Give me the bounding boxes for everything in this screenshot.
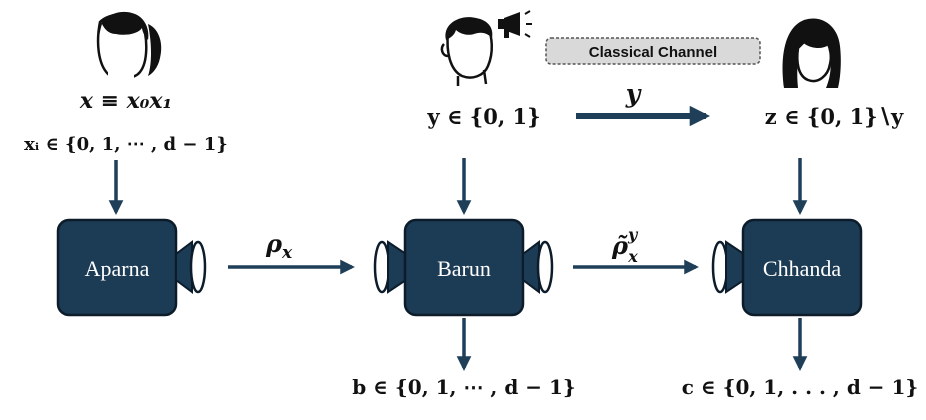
y-message-label: y [625, 79, 642, 108]
classical-channel-badge [545, 37, 761, 65]
x-i-domain-label: xᵢ ∈ {0, 1, ⋯ , d − 1} [24, 134, 228, 155]
boy-speaking-icon [440, 17, 493, 86]
megaphone-icon [498, 10, 532, 38]
c-domain-label: c ∈ {0, 1, . . . , d − 1} [682, 375, 919, 399]
girl-longhair-icon [782, 18, 841, 88]
x-definition-label: x ≡ x₀x₁ [79, 88, 172, 114]
b-domain-label: b ∈ {0, 1, ⋯ , d − 1} [352, 375, 576, 399]
barun-device: Barun [373, 218, 554, 317]
chhanda-label: Chhanda [763, 256, 841, 281]
aparna-label: Aparna [85, 256, 150, 281]
aparna-device: Aparna [56, 218, 207, 317]
z-domain-label: z ∈ {0, 1}∖y [765, 104, 904, 129]
girl-ponytail-icon [96, 11, 162, 82]
chhanda-device: Chhanda [711, 218, 863, 317]
rho-x-label: ρx [265, 229, 293, 263]
barun-label: Barun [437, 256, 491, 281]
classical-channel-label: Classical Channel [589, 44, 717, 61]
y-domain-label: y ∈ {0, 1} [426, 104, 540, 129]
